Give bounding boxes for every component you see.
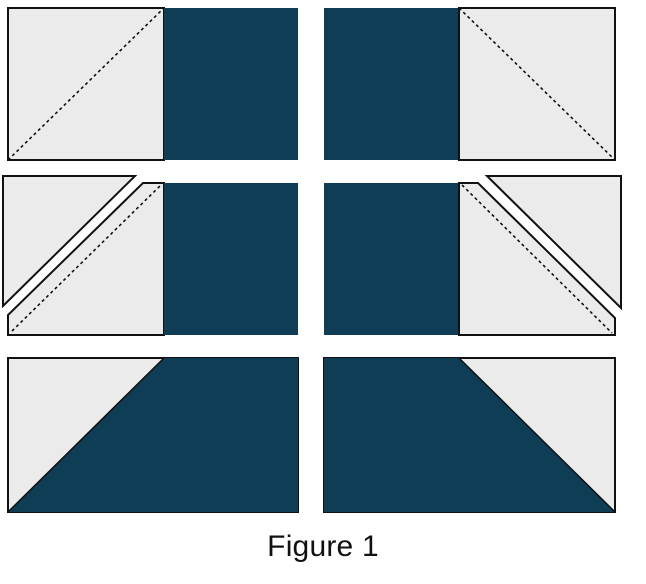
row1-right-navy-rect xyxy=(324,8,460,160)
figure-caption: Figure 1 xyxy=(267,530,379,563)
row-1 xyxy=(7,7,616,161)
row1-left-navy-rect xyxy=(164,8,298,160)
row3-left-edge xyxy=(7,357,165,513)
row3-left-navy-trapezoid xyxy=(8,358,298,512)
row3-right-navy-trapezoid xyxy=(324,358,615,512)
row2-left-detached-triangle xyxy=(2,175,138,309)
row1-right-diagonal-dashed xyxy=(458,7,616,161)
row-2 xyxy=(2,175,622,336)
row-3 xyxy=(7,357,616,513)
row3-right-edge xyxy=(458,357,616,513)
row2-right-detached-triangle xyxy=(484,175,622,311)
row2-right-navy-rect xyxy=(324,183,460,335)
row2-left-diagonal-dashed xyxy=(11,184,162,332)
row1-left-diagonal-dashed xyxy=(7,7,165,161)
row2-left-navy-rect xyxy=(164,183,298,335)
row2-right-diagonal-dashed xyxy=(461,184,613,334)
